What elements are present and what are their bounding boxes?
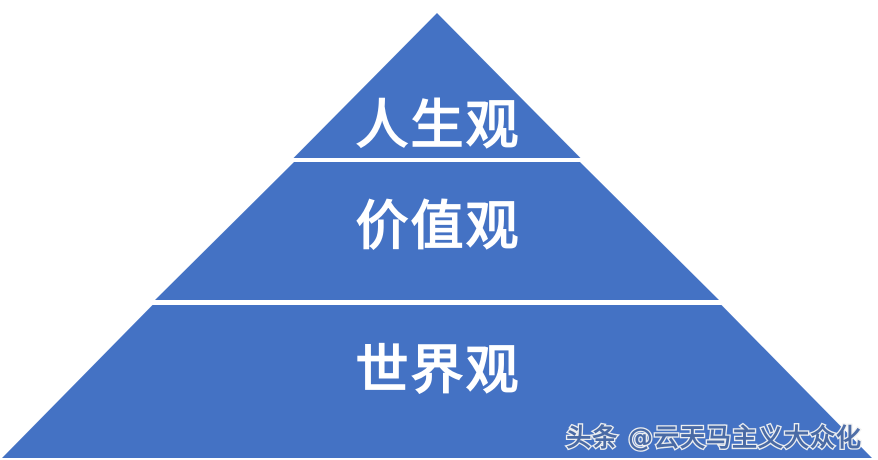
watermark-text: 头条 @云天马主义大众化 xyxy=(565,423,862,452)
watermark: 头条 @云天马主义大众化 xyxy=(565,423,862,452)
pyramid-tier-top xyxy=(293,13,581,158)
pyramid-tier-bottom xyxy=(2,305,872,458)
pyramid-tier-middle xyxy=(155,162,719,300)
